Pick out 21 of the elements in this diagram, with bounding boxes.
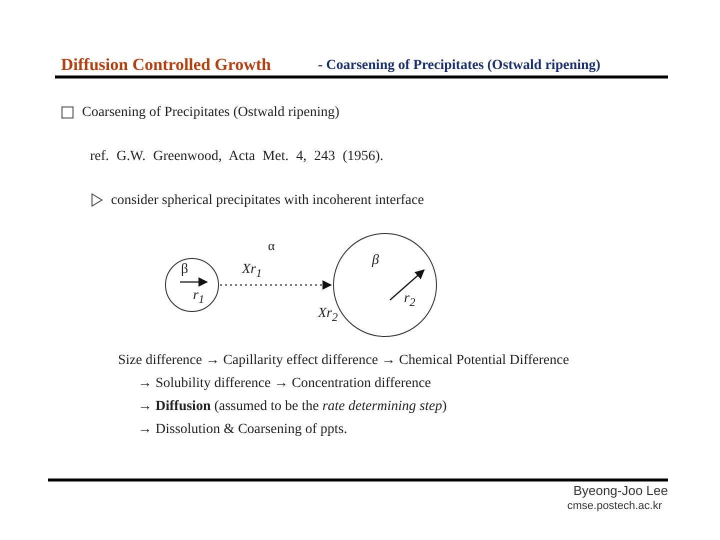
radius-label: r$_{2}$ — [404, 291, 416, 309]
radius-label: r$_{1}$ — [193, 288, 204, 306]
particle-circle — [333, 233, 437, 337]
slide-subtitle: - Coarsening of Precipitates (Ostwald ripening) — [318, 58, 600, 74]
flow-text: → Diffusion (assumed to be the rate determining step) — [138, 399, 447, 415]
phase-label: α — [268, 238, 275, 254]
flow-text: Size difference → Capillarity effect difference → Chemical Potential Difference — [118, 353, 570, 369]
diffusion-arrow — [220, 280, 332, 290]
concentration-label: Xr$_{1}$ — [242, 262, 262, 280]
concentration-label: Xr$_{2}$ — [318, 306, 338, 324]
web-address: cmse.postech.ac.kr — [567, 500, 662, 512]
reference-text: ref. G.W. Greenwood, Acta Met. 4, 243 (1956). — [90, 149, 384, 165]
flow-text: → Solubility difference → Concentration difference — [138, 376, 432, 392]
flow-text: → Dissolution & Coarsening of ppts. — [138, 422, 348, 438]
slide-title: Diffusion Controlled Growth — [61, 55, 272, 75]
section-heading: Coarsening of Precipitates (Ostwald ripening) — [82, 105, 340, 121]
bullet-text: consider spherical precipitates with incoherent interface — [111, 193, 424, 209]
phase-symbol: β — [181, 262, 188, 278]
particle-circle — [165, 258, 219, 312]
author-name: Byeong-Joo Lee — [573, 483, 668, 498]
phase-symbol: β — [372, 253, 379, 269]
